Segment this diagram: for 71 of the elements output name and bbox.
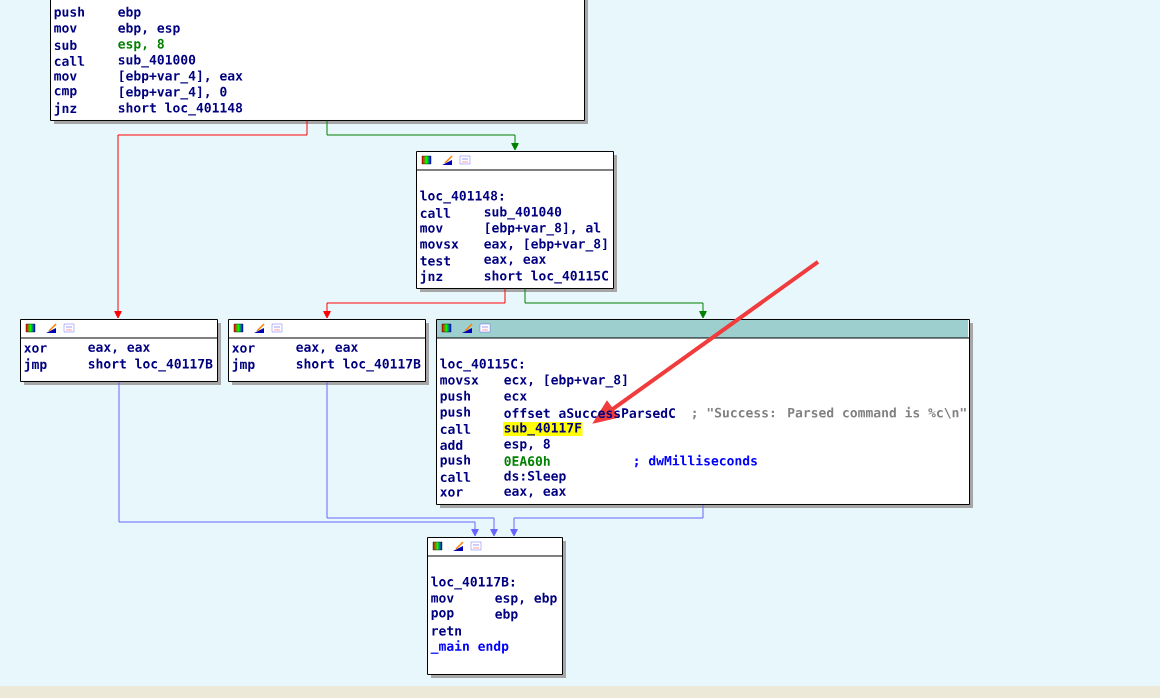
- code-block: [227, 319, 429, 385]
- code-text: movsx: [440, 377, 479, 385]
- code-text: short loc_40117B: [296, 358, 421, 372]
- code-text: movsx: [420, 241, 459, 249]
- code-text: short loc_40115C: [484, 270, 608, 284]
- code-text: push: [440, 454, 470, 468]
- code-text: ; "Success: Parsed command is %c\n": [693, 406, 966, 420]
- arrow: [118, 381, 479, 537]
- code-text: eax, eax: [484, 256, 546, 266]
- code-text: loc_40117B:: [431, 576, 514, 590]
- arrow: [510, 504, 704, 537]
- code-text: esp, 8: [504, 438, 550, 452]
- code-block: [435, 319, 973, 508]
- code-text: xor: [232, 345, 255, 353]
- code-text: eax, eax: [504, 488, 566, 498]
- code-text: xor: [440, 489, 463, 497]
- code-text: mov: [420, 225, 443, 233]
- code-text: ebp: [118, 6, 141, 20]
- code-text: loc_40115C:: [440, 358, 523, 372]
- code-text: [ebp+var_8], al: [486, 222, 601, 236]
- code-text: mov: [431, 595, 454, 603]
- code-text: call: [440, 471, 471, 483]
- code-text: ; dwMilliseconds: [635, 454, 757, 468]
- arrow: [323, 288, 506, 319]
- arrow: [114, 120, 308, 319]
- code-text: loc_401148:: [420, 190, 503, 204]
- code-block: [19, 319, 221, 385]
- code-text: push: [440, 406, 470, 420]
- code-text: [ebp+var_4], 0: [120, 86, 227, 100]
- code-text: 0EA60h: [504, 455, 550, 467]
- code-text: sub: [54, 39, 77, 51]
- code-text: ecx: [504, 393, 527, 401]
- code-text: jmp: [24, 358, 47, 372]
- code-text: jnz: [420, 270, 443, 284]
- code-block: [415, 151, 617, 292]
- code-text: ds:Sleep: [504, 470, 566, 484]
- code-text: mov: [54, 73, 77, 81]
- code-text: esp, 8: [118, 38, 164, 52]
- code-text: jmp: [232, 358, 255, 372]
- code-text: eax, eax: [88, 344, 150, 354]
- code-text: jnz: [54, 102, 77, 116]
- highlighted-code-text: sub_40117F: [503, 422, 583, 436]
- code-text: eax, eax: [296, 344, 358, 354]
- code-text: retn: [432, 626, 461, 636]
- code-text: short loc_401148: [118, 102, 243, 116]
- code-text: [ebp+var_4], eax: [120, 70, 243, 84]
- code-text: call: [54, 55, 85, 67]
- code-text: sub_401000: [118, 54, 196, 68]
- code-text: ecx, [ebp+var_8]: [504, 374, 627, 388]
- code-text: _main endp: [430, 640, 509, 654]
- code-text: xor: [24, 345, 47, 353]
- code-text: cmp: [54, 88, 77, 98]
- code-text: push: [440, 390, 470, 404]
- code-text: esp, ebp: [495, 592, 557, 606]
- code-text: mov: [54, 25, 77, 33]
- arrow: [524, 288, 707, 319]
- arrow: [326, 381, 498, 537]
- code-text: call: [420, 207, 451, 219]
- code-text: pop: [431, 610, 454, 620]
- code-text: sub_401040: [484, 206, 562, 220]
- code-text: eax, [ebp+var_8]: [484, 238, 607, 252]
- code-text: add: [440, 439, 463, 451]
- code-text: test: [420, 256, 450, 266]
- code-text: short loc_40117B: [88, 358, 213, 372]
- code-text: push: [54, 6, 84, 20]
- code-block: [426, 537, 566, 678]
- code-text: call: [440, 423, 471, 435]
- code-text: ebp, esp: [118, 22, 180, 36]
- arrow: [326, 120, 519, 151]
- code-block: [50, 0, 588, 124]
- code-text: ebp: [495, 608, 518, 622]
